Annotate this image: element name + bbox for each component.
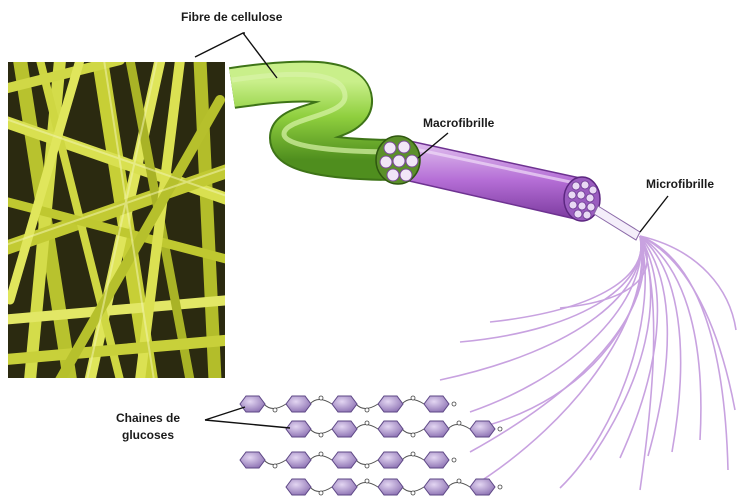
oxygen-atom — [411, 396, 415, 400]
label-chaines-line1: Chaines de — [116, 410, 180, 427]
oxygen-atom — [319, 396, 323, 400]
glucose-ring — [286, 452, 311, 468]
label-fibre-de-cellulose: Fibre de cellulose — [181, 10, 282, 24]
oxygen-atom — [319, 452, 323, 456]
glucose-ring — [286, 479, 311, 495]
glucose-ring — [470, 479, 495, 495]
glucose-ring — [378, 396, 403, 412]
oxygen-atom — [457, 421, 461, 425]
microfibril-strands — [440, 236, 736, 490]
label-microfibrille: Microfibrille — [646, 177, 714, 191]
glucose-chain — [240, 452, 456, 468]
glucose-ring — [378, 421, 403, 437]
oxygen-atom — [411, 433, 415, 437]
oxygen-atom — [411, 452, 415, 456]
glucose-ring — [240, 452, 265, 468]
glucose-ring — [286, 396, 311, 412]
chain-end-oxygen — [498, 485, 502, 489]
microfibril-rod — [594, 206, 640, 240]
oxygen-atom — [457, 479, 461, 483]
cellulose-micrograph — [0, 60, 230, 380]
glucose-chain — [240, 396, 456, 412]
oxygen-atom — [319, 433, 323, 437]
chain-end-oxygen — [452, 402, 456, 406]
oxygen-atom — [319, 491, 323, 495]
oxygen-atom — [365, 408, 369, 412]
chain-end-oxygen — [498, 427, 502, 431]
glucose-ring — [240, 396, 265, 412]
oxygen-atom — [273, 464, 277, 468]
glucose-chain — [286, 421, 502, 437]
fibre-cross-section — [376, 136, 420, 184]
oxygen-atom — [365, 464, 369, 468]
oxygen-atom — [365, 421, 369, 425]
glucose-chain — [286, 479, 502, 495]
glucose-ring — [378, 452, 403, 468]
glucose-ring — [424, 479, 449, 495]
cellulose-fibre-tube — [232, 74, 400, 160]
label-chaines-line2: glucoses — [116, 427, 180, 444]
glucose-ring — [286, 421, 311, 437]
glucose-ring — [332, 421, 357, 437]
oxygen-atom — [273, 408, 277, 412]
glucose-ring — [424, 396, 449, 412]
glucose-chains — [240, 396, 502, 495]
glucose-ring — [332, 396, 357, 412]
glucose-ring — [424, 452, 449, 468]
glucose-ring — [378, 479, 403, 495]
glucose-ring — [424, 421, 449, 437]
oxygen-atom — [411, 491, 415, 495]
glucose-ring — [332, 452, 357, 468]
glucose-ring — [332, 479, 357, 495]
label-chaines-de-glucoses: Chaines de glucoses — [116, 410, 180, 444]
glucose-ring — [470, 421, 495, 437]
chain-end-oxygen — [452, 458, 456, 462]
oxygen-atom — [365, 479, 369, 483]
label-macrofibrille: Macrofibrille — [423, 116, 494, 130]
macrofibril-cone — [405, 140, 580, 220]
